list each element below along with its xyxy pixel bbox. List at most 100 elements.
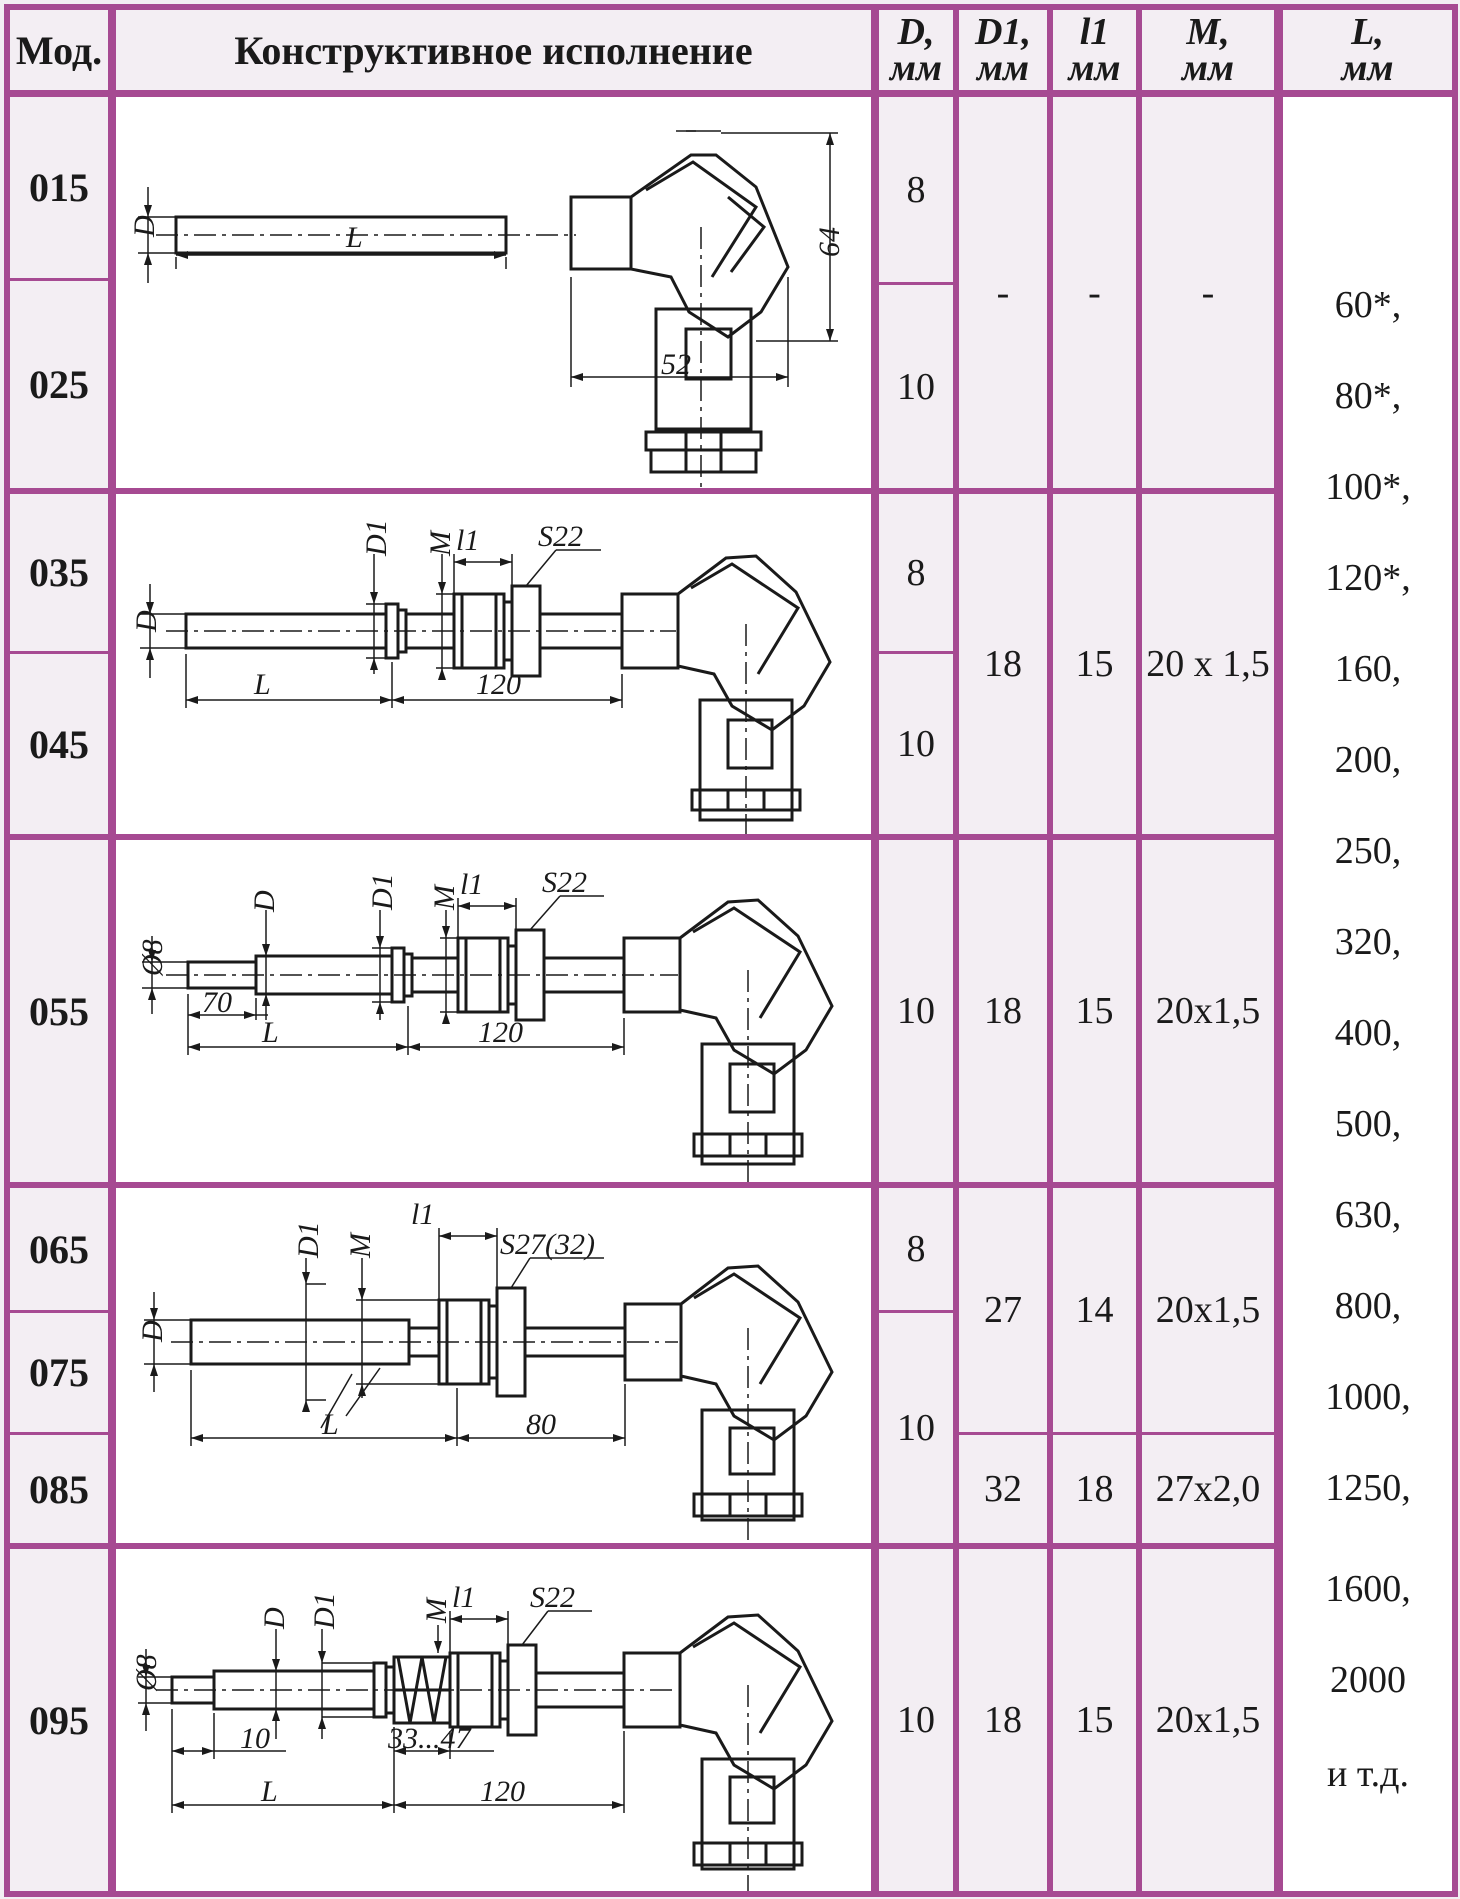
- label-L: L: [321, 1408, 339, 1441]
- arrow: [504, 902, 516, 910]
- model-035: 035: [29, 550, 89, 595]
- grid-line: [4, 1543, 1280, 1549]
- g1-l1: -: [1088, 271, 1101, 314]
- arrow: [613, 1434, 625, 1442]
- arrow: [776, 373, 788, 381]
- label-m: M: [420, 1596, 453, 1624]
- sub-row-divider: [10, 1310, 108, 1313]
- label-m: M: [344, 1231, 377, 1259]
- arrow: [610, 696, 622, 704]
- g3-l1: 15: [1075, 990, 1114, 1032]
- arrow: [318, 1651, 326, 1663]
- drawing-065-085: D D1 M l1 S27(32) L 80: [136, 1198, 834, 1543]
- length-item: 320,: [1334, 921, 1402, 963]
- grid-line: [4, 1182, 1280, 1188]
- gland-window: [728, 1426, 776, 1476]
- label-120: 120: [476, 668, 521, 701]
- label-L: L: [345, 221, 363, 254]
- arrow: [445, 1434, 457, 1442]
- header-d-name: D,: [897, 11, 935, 53]
- arrow: [612, 1801, 624, 1809]
- arrow: [272, 1709, 280, 1721]
- head-cover: [727, 195, 767, 273]
- header-l1-unit: мм: [1068, 47, 1121, 89]
- label-120: 120: [478, 1016, 523, 1049]
- arrow: [142, 1665, 150, 1677]
- label-10: 10: [240, 1722, 270, 1755]
- header-L-name: L,: [1351, 11, 1384, 53]
- grid-line: [4, 488, 1280, 494]
- head-cover: [645, 160, 759, 278]
- label-d: D: [258, 1607, 291, 1630]
- label-d1: D1: [292, 1221, 325, 1259]
- g3-d1: 18: [984, 990, 1022, 1032]
- g4-d-a: 8: [906, 1228, 926, 1270]
- g1-d-b: 10: [897, 365, 935, 408]
- leader-thread: [320, 1373, 353, 1429]
- arrow: [176, 251, 188, 259]
- header-l1-name: l1: [1079, 11, 1110, 53]
- label-d1: D1: [366, 873, 399, 911]
- label-l1: l1: [460, 868, 483, 901]
- g2-d-a: 8: [906, 551, 926, 594]
- arrow: [146, 648, 154, 660]
- arrow: [442, 926, 450, 938]
- g5-d1: 18: [984, 1699, 1022, 1741]
- grid-line: [4, 4, 10, 1895]
- grid-line: [953, 4, 959, 1895]
- grid-line: [108, 4, 116, 1895]
- head-cover: [692, 1621, 803, 1734]
- arrow: [150, 1364, 158, 1376]
- sub-row-divider: [10, 651, 108, 654]
- header-m-name: M,: [1186, 11, 1230, 53]
- length-column: [1283, 97, 1453, 1891]
- arrow: [262, 944, 270, 956]
- arrow: [376, 1002, 384, 1014]
- length-item: 1250,: [1325, 1467, 1411, 1509]
- drawing-055: Ø8 D D1 M l1 S22 70 L 120: [136, 866, 834, 1182]
- sub-row-divider: [879, 282, 953, 285]
- grid-line: [871, 4, 879, 1895]
- length-item: 250,: [1334, 830, 1402, 872]
- arrow: [394, 1801, 406, 1809]
- g1-d1: -: [996, 271, 1010, 314]
- arrow: [302, 1272, 310, 1284]
- model-075: 075: [29, 1350, 89, 1395]
- arrow: [434, 1641, 442, 1653]
- label-d: D: [136, 1320, 169, 1343]
- grid-line: [1452, 4, 1458, 1895]
- arrow: [244, 1011, 256, 1019]
- header-d1-unit: мм: [976, 47, 1030, 89]
- length-item: 500,: [1334, 1103, 1402, 1145]
- arrow: [571, 373, 583, 381]
- g4-m-a: 20x1,5: [1155, 1289, 1261, 1331]
- arrow: [148, 988, 156, 1000]
- label-L: L: [260, 1775, 278, 1808]
- cable-gland-body: [654, 307, 753, 431]
- label-d1: D1: [308, 1592, 341, 1630]
- terminal-head: [678, 898, 834, 1076]
- g2-m: 20 x 1,5: [1146, 643, 1270, 685]
- label-s27: S27(32): [500, 1228, 595, 1261]
- arrow: [396, 1043, 408, 1051]
- model-085: 085: [29, 1466, 89, 1512]
- arrow: [172, 1801, 184, 1809]
- grid-line: [1136, 4, 1142, 1895]
- arrow: [500, 558, 512, 566]
- leader-s27: [510, 1257, 531, 1289]
- header-m: M, мм: [1142, 10, 1274, 90]
- length-item: 400,: [1334, 1012, 1402, 1054]
- g2-l1: 15: [1075, 643, 1114, 685]
- label-dia8: Ø8: [136, 939, 169, 977]
- header-m-unit: мм: [1181, 47, 1235, 89]
- leader-s22: [521, 1610, 549, 1646]
- neck: [569, 195, 633, 271]
- grid-line: [4, 90, 1458, 97]
- header-d1: D1, мм: [959, 10, 1047, 90]
- drawing-cell-015-025: [116, 97, 871, 488]
- gland-nut: [644, 430, 763, 452]
- gland-nut: [649, 448, 758, 474]
- g4-d-b: 10: [897, 1407, 935, 1449]
- label-dia8: Ø8: [130, 1654, 163, 1692]
